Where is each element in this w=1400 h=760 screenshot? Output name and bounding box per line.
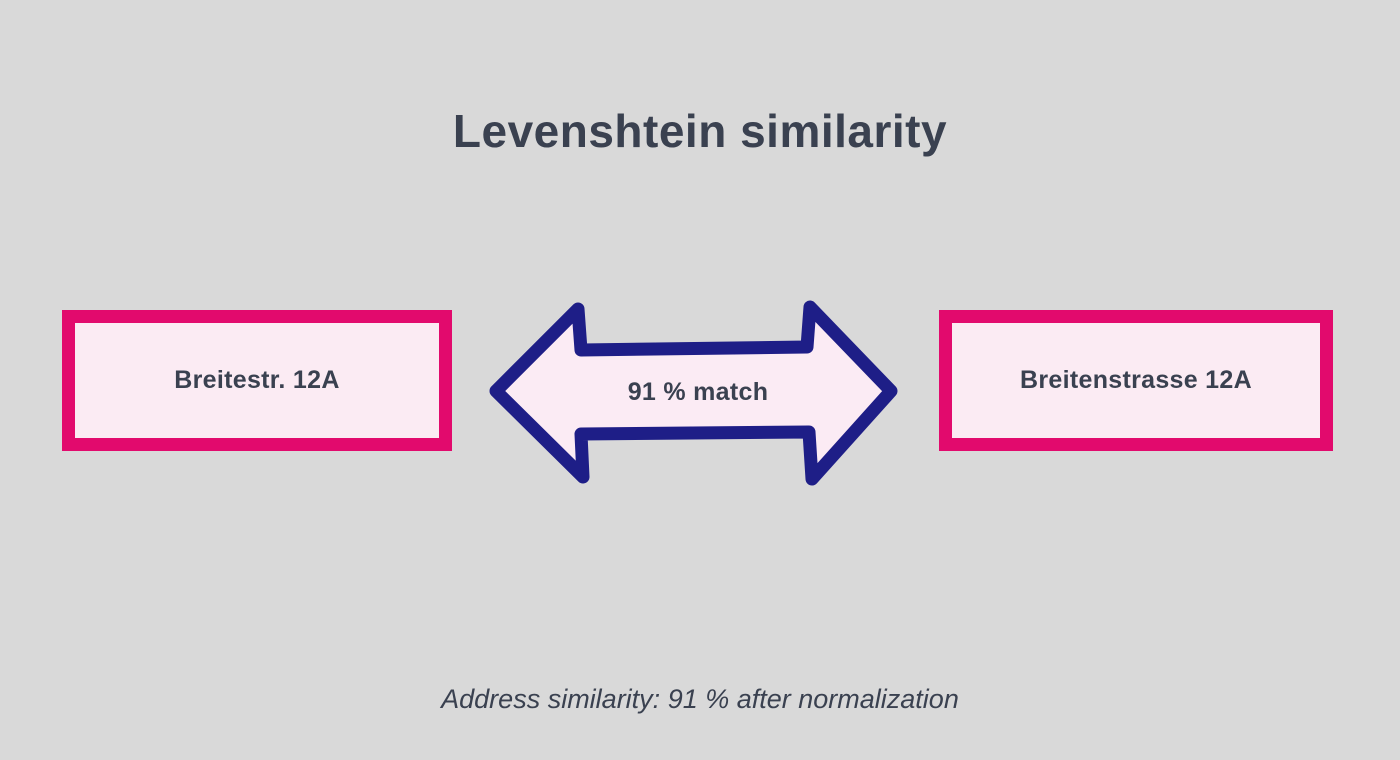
caption-text: Address similarity: 91 % after normaliza…: [441, 684, 959, 714]
page-title: Levenshtein similarity: [452, 105, 948, 157]
double-arrow-icon: [489, 300, 898, 486]
address-box-right: Breitenstrasse 12A: [939, 310, 1333, 451]
double-arrow: 91 % match: [488, 295, 908, 490]
address-box-left: Breitestr. 12A: [62, 310, 452, 451]
address-label-left: Breitestr. 12A: [174, 366, 340, 394]
address-label-right: Breitenstrasse 12A: [1020, 366, 1252, 394]
